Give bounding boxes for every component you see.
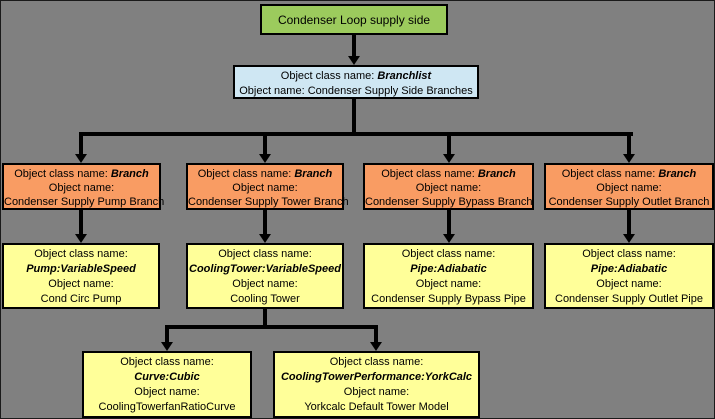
- class-name: Branch: [658, 168, 697, 180]
- class-line: Object class name: Branch: [365, 167, 532, 181]
- class-name: Curve:Cubic: [134, 371, 200, 383]
- connector-branch-component-3: [447, 210, 451, 234]
- class-label: Object class name:: [561, 168, 656, 180]
- object-name: Condenser Supply Outlet Pipe: [555, 293, 703, 305]
- branchlist-name-line: Object name: Condenser Supply Side Branc…: [235, 84, 477, 99]
- name-label: Object name:: [134, 386, 200, 398]
- class-name: Pump:VariableSpeed: [26, 263, 136, 275]
- class-name: CoolingTower:VariableSpeed: [189, 263, 341, 275]
- branchlist-class-line: Object class name: Branchlist: [235, 69, 477, 84]
- class-label: Object class name:: [14, 168, 108, 180]
- connector-drop-branch-1: [79, 132, 83, 154]
- class-name: Branch: [477, 168, 516, 180]
- class-line: Object class name: Branch: [188, 167, 342, 181]
- class-label: Object class name:: [582, 248, 676, 260]
- class-label: Object class name:: [120, 356, 214, 368]
- object-name: Condenser Supply Bypass Pipe: [371, 293, 526, 305]
- class-name: Pipe:Adiabatic: [590, 263, 668, 275]
- arrow-down-icon: [75, 234, 87, 243]
- name-label: Object name:: [232, 278, 298, 290]
- root-node: Condenser Loop supply side: [260, 4, 448, 35]
- class-label: Object class name:: [218, 248, 312, 260]
- arrow-down-icon: [443, 234, 455, 243]
- connector-drop-branch-2: [263, 132, 267, 154]
- connector-tower-crossbar: [165, 325, 378, 329]
- name-label: Object name:: [415, 182, 482, 194]
- name-label: Object name:: [343, 386, 410, 398]
- object-name: Condenser Supply Tower Branch: [188, 196, 349, 208]
- arrow-down-icon: [443, 154, 455, 163]
- connector-branch-component-2: [263, 210, 267, 234]
- object-name: Condenser Supply Outlet Branch: [548, 196, 710, 208]
- class-label: Object class name:: [197, 168, 292, 180]
- name-label: Object name:: [415, 278, 482, 290]
- connector-branchlist-crossbar: [79, 132, 633, 136]
- root-node-label: Condenser Loop supply side: [277, 12, 431, 27]
- class-label: Object class name:: [381, 168, 475, 180]
- component-node-outlet-pipe: Object class name: Pipe:Adiabatic Object…: [544, 243, 714, 309]
- object-name: Condenser Supply Side Branches: [307, 85, 473, 97]
- connector-branch-component-1: [79, 210, 83, 234]
- arrow-down-icon: [623, 234, 635, 243]
- connector-tower-stem: [263, 309, 267, 327]
- tower-performance-node: Object class name: CoolingTowerPerforman…: [273, 351, 480, 418]
- object-name: Condenser Supply Bypass Branch: [365, 196, 533, 208]
- branch-node-tower: Object class name: Branch Object name: C…: [186, 163, 349, 210]
- object-name: Yorkcalc Default Tower Model: [304, 401, 449, 413]
- name-label: Object name:: [48, 278, 114, 290]
- connector-drop-performance: [374, 325, 378, 342]
- class-name: Branch: [294, 168, 333, 180]
- class-label: Object class name:: [280, 70, 375, 82]
- branch-node-outlet: Object class name: Branch Object name: C…: [544, 163, 714, 210]
- class-name: Branch: [110, 168, 149, 180]
- class-label: Object class name:: [401, 248, 496, 260]
- connector-branch-component-4: [627, 210, 631, 234]
- class-line: Object class name: Branch: [546, 167, 712, 181]
- object-name: Condenser Supply Pump Branch: [4, 196, 165, 208]
- arrow-down-icon: [259, 154, 271, 163]
- name-label: Object name:: [596, 278, 662, 290]
- connector-root-branchlist: [352, 34, 356, 57]
- name-label: Object name:: [232, 182, 298, 194]
- arrow-down-icon: [75, 154, 87, 163]
- class-name: Branchlist: [377, 70, 432, 82]
- arrow-down-icon: [259, 234, 271, 243]
- name-label: Object name:: [48, 182, 115, 194]
- branch-node-pump: Object class name: Branch Object name: C…: [2, 163, 165, 210]
- name-label: Object name:: [239, 85, 305, 97]
- connector-drop-branch-4: [627, 132, 631, 154]
- branch-node-bypass: Object class name: Branch Object name: C…: [363, 163, 534, 210]
- arrow-down-icon: [161, 342, 173, 351]
- class-name: CoolingTowerPerformance:YorkCalc: [280, 371, 473, 383]
- component-node-cooling-tower: Object class name: CoolingTower:Variable…: [186, 243, 344, 309]
- curve-node: Object class name: Curve:Cubic Object na…: [82, 351, 252, 418]
- object-name: Cooling Tower: [230, 293, 300, 305]
- component-node-pump: Object class name: Pump:VariableSpeed Ob…: [2, 243, 160, 309]
- class-label: Object class name:: [329, 356, 424, 368]
- connector-branchlist-stem: [352, 99, 356, 134]
- component-node-bypass-pipe: Object class name: Pipe:Adiabatic Object…: [363, 243, 534, 309]
- arrow-down-icon: [370, 342, 382, 351]
- object-name: Cond Circ Pump: [40, 293, 122, 305]
- connector-drop-curve: [165, 325, 169, 342]
- class-line: Object class name: Branch: [4, 167, 159, 181]
- connector-drop-branch-3: [447, 132, 451, 154]
- class-name: Pipe:Adiabatic: [410, 263, 487, 275]
- object-name: CoolingTowerfanRatioCurve: [98, 401, 236, 413]
- branchlist-node: Object class name: Branchlist Object nam…: [233, 65, 479, 99]
- arrow-down-icon: [348, 56, 360, 65]
- name-label: Object name:: [596, 182, 662, 194]
- class-label: Object class name:: [34, 248, 128, 260]
- arrow-down-icon: [623, 154, 635, 163]
